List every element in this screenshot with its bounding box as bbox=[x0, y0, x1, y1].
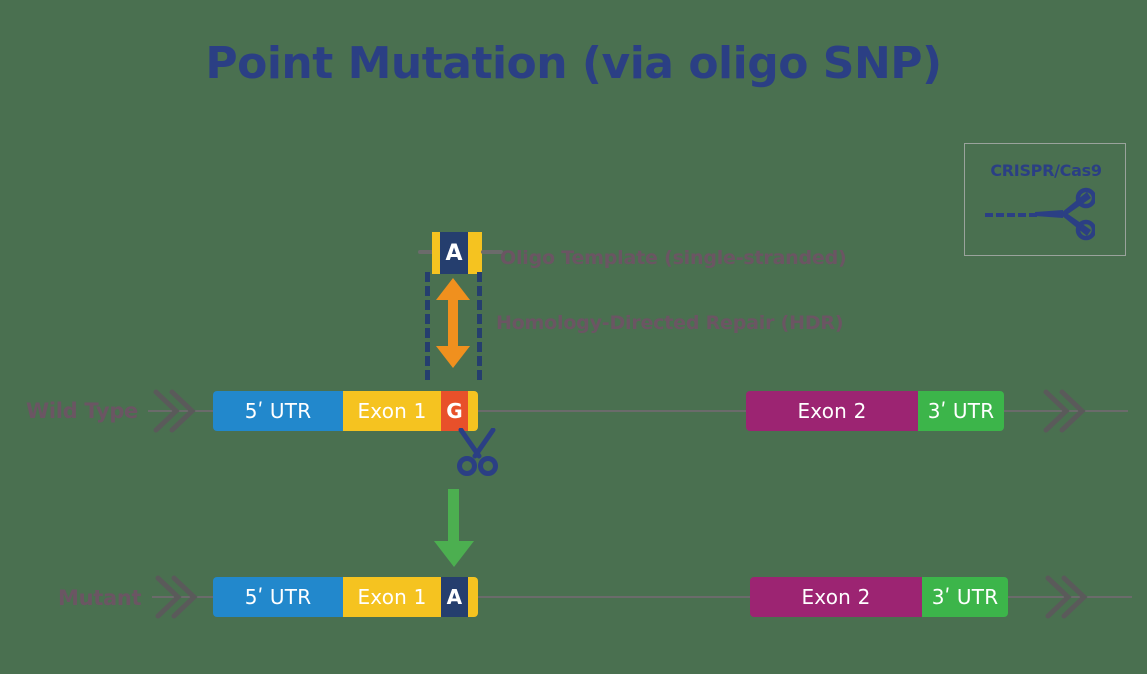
double-chevron-icon bbox=[1043, 389, 1086, 433]
wild-type-backbone bbox=[148, 410, 1128, 412]
double-chevron-icon bbox=[153, 389, 196, 433]
mutant-segment-exon-1: Exon 1 bbox=[343, 577, 441, 617]
page-title: Point Mutation (via oligo SNP) bbox=[205, 38, 942, 89]
wt-segment-exon-2: Exon 2 bbox=[746, 391, 918, 431]
scissors-icon bbox=[457, 428, 498, 476]
mutant-segment-three-prime-utr: 3ʹ UTR bbox=[922, 577, 1008, 617]
legend-label: CRISPR/Cas9 bbox=[990, 161, 1102, 180]
mutant-row-label: Mutant bbox=[58, 586, 142, 610]
scissors-icon bbox=[1035, 187, 1095, 241]
wt-segment-exon-1-tail bbox=[468, 391, 478, 431]
mutant-segment-exon-2: Exon 2 bbox=[750, 577, 922, 617]
wt-segment-five-prime-utr: 5ʹ UTR bbox=[213, 391, 343, 431]
wt-segment-three-prime-utr: 3ʹ UTR bbox=[918, 391, 1004, 431]
mutant-segment-snp-base: A bbox=[441, 577, 468, 617]
dashed-line-icon bbox=[985, 213, 1037, 217]
oligo-right-tick bbox=[481, 250, 503, 254]
mutant-segment-five-prime-utr: 5ʹ UTR bbox=[213, 577, 343, 617]
double-headed-arrow-icon bbox=[436, 278, 470, 368]
hdr-label: Homology-Directed Repair (HDR) bbox=[496, 312, 844, 334]
oligo-flank-right bbox=[468, 232, 482, 274]
mutant-segment-exon-1-tail bbox=[468, 577, 478, 617]
oligo-base-box: A bbox=[440, 232, 468, 274]
hdr-guide-right bbox=[477, 272, 482, 380]
wild-type-row-label: Wild Type bbox=[26, 399, 139, 423]
wt-segment-snp-base: G bbox=[441, 391, 468, 431]
hdr-guide-left bbox=[425, 272, 430, 380]
down-arrow-icon bbox=[434, 489, 474, 567]
double-chevron-icon bbox=[1045, 575, 1088, 619]
oligo-template-label: Oligo Template (single-stranded) bbox=[500, 247, 847, 269]
legend-box: CRISPR/Cas9 bbox=[964, 143, 1126, 256]
double-chevron-icon bbox=[155, 575, 198, 619]
oligo-left-tick bbox=[418, 250, 440, 254]
mutant-backbone bbox=[152, 596, 1132, 598]
wt-segment-exon-1: Exon 1 bbox=[343, 391, 441, 431]
